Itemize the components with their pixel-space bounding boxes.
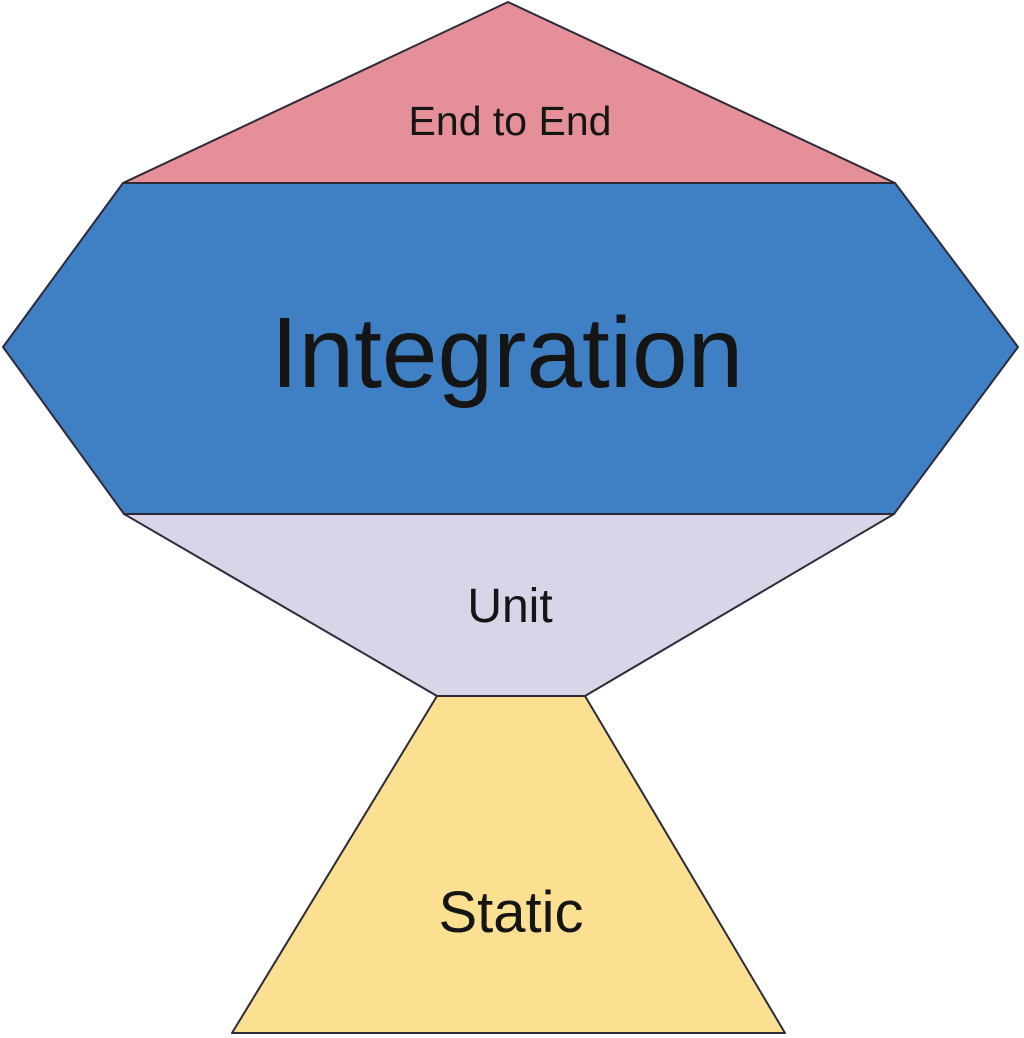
unit-label: Unit <box>467 580 552 633</box>
end-to-end-label: End to End <box>409 98 612 144</box>
static-layer <box>231 695 786 1034</box>
integration-label: Integration <box>271 297 744 409</box>
static-label: Static <box>438 880 583 945</box>
end-to-end-layer <box>122 1 896 184</box>
